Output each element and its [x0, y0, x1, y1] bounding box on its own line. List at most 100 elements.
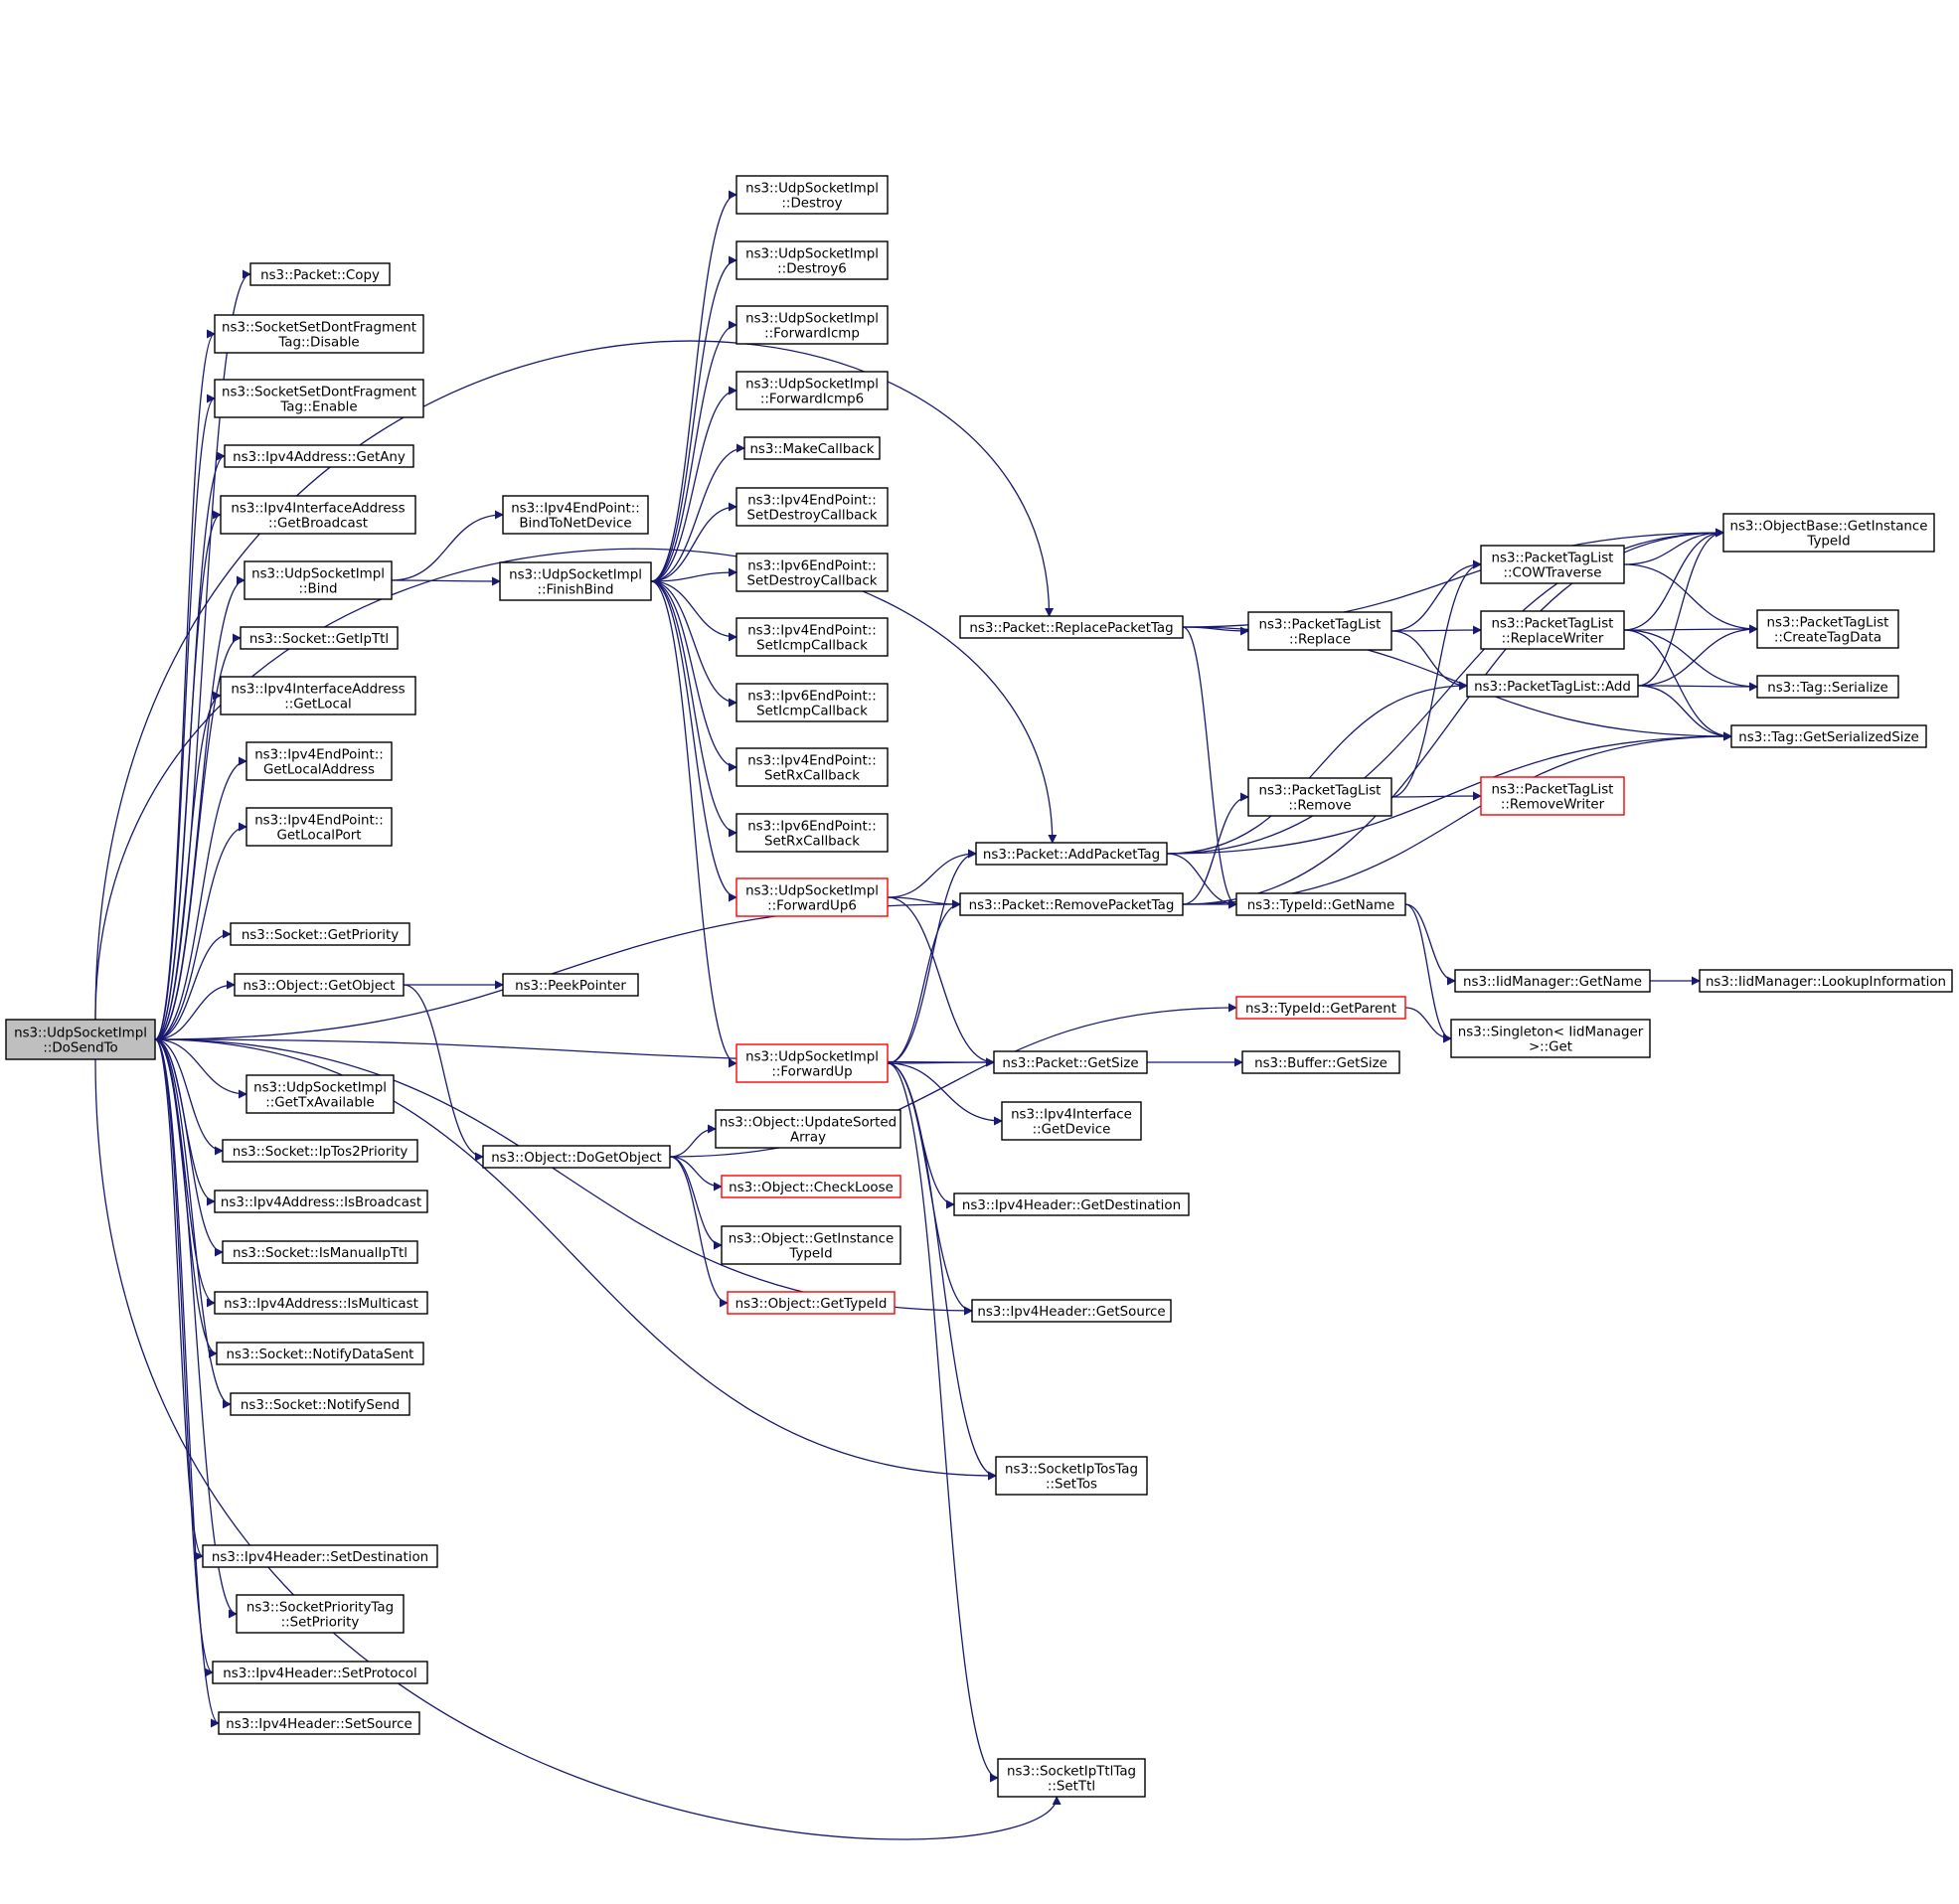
- node-ptlremove[interactable]: ns3::PacketTagList::Remove: [1247, 777, 1392, 817]
- node-setpriority[interactable]: ns3::SocketPriorityTag::SetPriority: [236, 1594, 405, 1634]
- node-gettypeid[interactable]: ns3::Object::GetTypeId: [727, 1291, 896, 1315]
- node-label: ns3::IidManager::GetName: [1463, 975, 1642, 990]
- node-copy[interactable]: ns3::Packet::Copy: [249, 262, 391, 286]
- edge-bind-to-finishbind: [391, 576, 501, 586]
- node-label: ::RemoveWriter: [1501, 798, 1605, 813]
- node-removewriter[interactable]: ns3::PacketTagList::RemoveWriter: [1480, 776, 1625, 816]
- node-box: [230, 1392, 410, 1416]
- node-getlocalport[interactable]: ns3::Ipv4EndPoint::GetLocalPort: [245, 807, 393, 847]
- node-ismanualipttl[interactable]: ns3::Socket::IsManualIpTtl: [222, 1240, 418, 1264]
- node-getpriority[interactable]: ns3::Socket::GetPriority: [230, 922, 410, 946]
- node-makecallback[interactable]: ns3::MakeCallback: [743, 436, 881, 460]
- edge-root-to-addpackettag: [94, 548, 1058, 1021]
- node-getipttl[interactable]: ns3::Socket::GetIpTtl: [240, 626, 399, 650]
- node-getdestination[interactable]: ns3::Ipv4Header::GetDestination: [953, 1192, 1190, 1216]
- node-label: ns3::SocketIpTosTag: [1005, 1463, 1138, 1478]
- node-forwardicmp6[interactable]: ns3::UdpSocketImpl::ForwardIcmp6: [735, 371, 889, 410]
- node-typeidgetname[interactable]: ns3::TypeId::GetName: [1235, 892, 1406, 916]
- node-setttl[interactable]: ns3::SocketIpTtlTag::SetTtl: [997, 1758, 1146, 1798]
- node-label: ::Replace: [1289, 633, 1351, 648]
- node-ipv4ifgetdevice[interactable]: ns3::Ipv4Interface::GetDevice: [1001, 1101, 1142, 1141]
- edge-finishbind-to-ipv6setdestroy: [650, 567, 737, 582]
- node-packetgetsize[interactable]: ns3::Packet::GetSize: [993, 1050, 1148, 1074]
- edge-root-to-getbroadcast: [154, 510, 222, 1040]
- edge-removepackettag-to-ptlremove: [1182, 792, 1249, 905]
- node-label: BindToNetDevice: [519, 517, 631, 532]
- node-setdestination[interactable]: ns3::Ipv4Header::SetDestination: [202, 1544, 438, 1568]
- node-notifysend[interactable]: ns3::Socket::NotifySend: [230, 1392, 410, 1416]
- node-forwardup[interactable]: ns3::UdpSocketImpl::ForwardUp: [735, 1043, 889, 1083]
- node-getlocal[interactable]: ns3::Ipv4InterfaceAddress::GetLocal: [220, 676, 416, 715]
- node-label: ::ForwardUp6: [767, 899, 857, 914]
- node-label: ns3::Ipv4EndPoint::: [254, 748, 384, 763]
- node-buffergetsize[interactable]: ns3::Buffer::GetSize: [1241, 1050, 1400, 1074]
- node-getsource[interactable]: ns3::Ipv4Header::GetSource: [971, 1299, 1172, 1323]
- node-cowtraverse[interactable]: ns3::PacketTagList::COWTraverse: [1480, 545, 1625, 584]
- node-gettxavailable[interactable]: ns3::UdpSocketImpl::GetTxAvailable: [245, 1074, 395, 1114]
- edge-replacewriter-to-tagserialize: [1623, 629, 1758, 692]
- node-ipv4seticmp[interactable]: ns3::Ipv4EndPoint::SetIcmpCallback: [735, 617, 889, 657]
- node-singletonget[interactable]: ns3::Singleton< IidManager>::Get: [1450, 1019, 1651, 1058]
- node-destroy[interactable]: ns3::UdpSocketImpl::Destroy: [735, 175, 889, 215]
- node-typeidgetparent[interactable]: ns3::TypeId::GetParent: [1235, 996, 1406, 1020]
- node-bindtonetdevice[interactable]: ns3::Ipv4EndPoint::BindToNetDevice: [502, 495, 649, 535]
- node-replacepackettag[interactable]: ns3::Packet::ReplacePacketTag: [959, 615, 1184, 639]
- node-settos[interactable]: ns3::SocketIpTosTag::SetTos: [995, 1456, 1148, 1496]
- node-label: ns3::UdpSocketImpl: [745, 312, 879, 327]
- node-taggetserializedsize[interactable]: ns3::Tag::GetSerializedSize: [1730, 724, 1927, 748]
- node-label: ns3::Object::CheckLoose: [729, 1181, 894, 1195]
- node-getobject[interactable]: ns3::Object::GetObject: [234, 973, 405, 997]
- node-label: ns3::Socket::IpTos2Priority: [233, 1145, 408, 1160]
- node-label: Tag::Disable: [277, 336, 359, 351]
- edge-root-to-ismulticast: [154, 1038, 216, 1308]
- node-root[interactable]: ns3::UdpSocketImpl::DoSendTo: [5, 1019, 156, 1060]
- edge-forwardup6-to-addpackettag: [887, 849, 977, 898]
- node-replacewriter[interactable]: ns3::PacketTagList::ReplaceWriter: [1480, 610, 1625, 650]
- node-box: [245, 741, 393, 781]
- node-bind[interactable]: ns3::UdpSocketImpl::Bind: [244, 560, 393, 600]
- node-label: ns3::Ipv4Header::SetDestination: [212, 1550, 428, 1565]
- node-label: ns3::SocketSetDontFragment: [222, 386, 416, 400]
- node-lookupinformation[interactable]: ns3::IidManager::LookupInformation: [1699, 969, 1953, 993]
- node-finishbind[interactable]: ns3::UdpSocketImpl::FinishBind: [499, 561, 652, 601]
- node-setprotocol[interactable]: ns3::Ipv4Header::SetProtocol: [212, 1661, 428, 1684]
- node-removepackettag[interactable]: ns3::Packet::RemovePacketTag: [959, 892, 1184, 916]
- node-forwardup6[interactable]: ns3::UdpSocketImpl::ForwardUp6: [735, 877, 889, 917]
- node-addpackettag[interactable]: ns3::Packet::AddPacketTag: [975, 842, 1168, 866]
- node-getany[interactable]: ns3::Ipv4Address::GetAny: [224, 444, 414, 468]
- edge-forwardup6-to-packetgetsize: [887, 896, 995, 1067]
- node-checkloose[interactable]: ns3::Object::CheckLoose: [721, 1175, 901, 1198]
- node-destroy6[interactable]: ns3::UdpSocketImpl::Destroy6: [735, 240, 889, 280]
- node-ipv6seticmp[interactable]: ns3::Ipv6EndPoint::SetIcmpCallback: [735, 683, 889, 722]
- node-getbroadcast[interactable]: ns3::Ipv4InterfaceAddress::GetBroadcast: [220, 495, 416, 535]
- edge-finishbind-to-destroy6: [650, 255, 737, 582]
- node-box: [735, 487, 889, 527]
- node-iidgetname[interactable]: ns3::IidManager::GetName: [1454, 969, 1651, 993]
- node-ptladd[interactable]: ns3::PacketTagList::Add: [1466, 674, 1639, 698]
- node-box: [1730, 724, 1927, 748]
- edge-forwardup-to-settos: [887, 1062, 997, 1481]
- node-forwardicmp[interactable]: ns3::UdpSocketImpl::ForwardIcmp: [735, 305, 889, 345]
- node-isbroadcast[interactable]: ns3::Ipv4Address::IsBroadcast: [214, 1190, 428, 1213]
- node-dogetobject[interactable]: ns3::Object::DoGetObject: [482, 1145, 671, 1169]
- node-peekpointer[interactable]: ns3::PeekPointer: [502, 973, 639, 997]
- node-tagserialize[interactable]: ns3::Tag::Serialize: [1756, 675, 1899, 699]
- node-setsource[interactable]: ns3::Ipv4Header::SetSource: [218, 1711, 420, 1735]
- node-ipv4setdestroy[interactable]: ns3::Ipv4EndPoint::SetDestroyCallback: [735, 487, 889, 527]
- node-ipv6setrx[interactable]: ns3::Ipv6EndPoint::SetRxCallback: [735, 813, 889, 853]
- node-getlocaladdress[interactable]: ns3::Ipv4EndPoint::GetLocalAddress: [245, 741, 393, 781]
- node-notifydatasent[interactable]: ns3::Socket::NotifyDataSent: [216, 1342, 424, 1365]
- node-ismulticast[interactable]: ns3::Ipv4Address::IsMulticast: [214, 1291, 428, 1315]
- node-iptos2priority[interactable]: ns3::Socket::IpTos2Priority: [222, 1139, 418, 1163]
- node-createtagdata[interactable]: ns3::PacketTagList::CreateTagData: [1756, 609, 1899, 649]
- node-box: [953, 1192, 1190, 1216]
- node-ptlreplace[interactable]: ns3::PacketTagList::Replace: [1247, 611, 1392, 651]
- edge-replacewriter-to-createtagdata: [1623, 624, 1758, 634]
- node-ipv6setdestroy[interactable]: ns3::Ipv6EndPoint::SetDestroyCallback: [735, 553, 889, 592]
- node-ipv4setrx[interactable]: ns3::Ipv4EndPoint::SetRxCallback: [735, 747, 889, 787]
